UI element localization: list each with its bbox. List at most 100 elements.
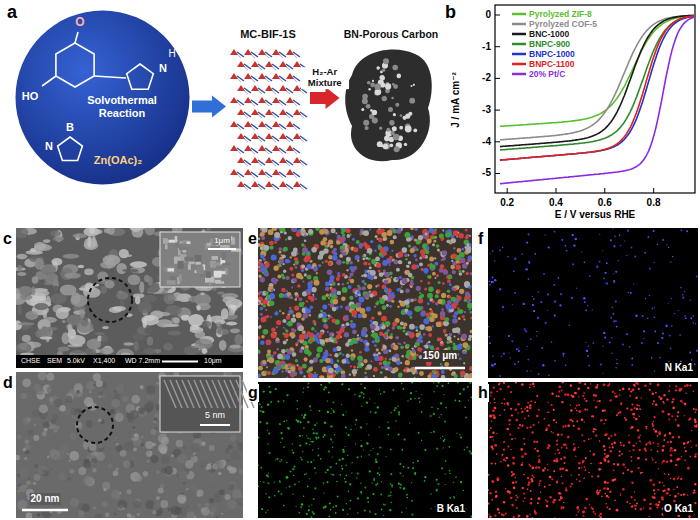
map-dot	[426, 246, 430, 250]
map-dot	[298, 325, 304, 331]
lattice-node	[230, 121, 238, 127]
crystal	[184, 257, 194, 262]
map-dot	[416, 329, 418, 331]
map-dot	[406, 344, 410, 348]
crystal	[179, 241, 184, 244]
speck	[200, 460, 208, 468]
eds-dots	[258, 228, 472, 378]
map-dot	[371, 330, 374, 333]
map-dot	[271, 255, 277, 261]
speck	[156, 470, 160, 474]
map-dot	[383, 360, 388, 365]
map-dot	[419, 331, 421, 333]
speck	[75, 422, 83, 430]
map-dot	[291, 328, 295, 332]
particle	[20, 294, 32, 300]
speck	[192, 455, 195, 458]
particle	[164, 293, 176, 305]
map-dot	[335, 232, 337, 234]
map-dot	[305, 307, 307, 309]
map-dot	[264, 272, 267, 275]
lattice-linker	[251, 76, 258, 81]
pore	[372, 110, 377, 115]
scale-bar	[22, 509, 68, 512]
map-dot	[378, 238, 383, 243]
pore	[383, 143, 390, 150]
speck	[111, 490, 121, 500]
map-dot	[313, 374, 317, 378]
map-dot	[348, 276, 351, 279]
map-dot	[423, 268, 428, 273]
plot-frame	[495, 5, 695, 193]
map-dot	[352, 369, 357, 374]
map-dot	[453, 343, 456, 346]
speck	[156, 496, 160, 500]
speck	[191, 485, 198, 492]
particle	[102, 326, 109, 329]
map-dot	[378, 311, 382, 315]
speck	[183, 447, 185, 449]
lattice-linker	[244, 88, 251, 93]
speck	[214, 494, 223, 503]
particle	[72, 350, 86, 353]
map-dot	[291, 228, 296, 232]
pore	[405, 114, 410, 119]
speck	[186, 505, 190, 509]
lattice-node	[237, 157, 245, 163]
lattice-linker	[286, 112, 293, 117]
map-dot	[373, 375, 375, 377]
fringe	[182, 380, 194, 408]
particle	[99, 347, 114, 354]
map-dot	[400, 290, 404, 294]
particle	[122, 269, 138, 273]
pore	[379, 127, 382, 130]
crystal	[163, 238, 168, 244]
speck	[102, 482, 110, 490]
particle	[135, 242, 139, 246]
map-dot	[277, 275, 281, 279]
speck	[239, 456, 242, 459]
speck	[50, 450, 60, 460]
speck	[123, 461, 130, 468]
map-dot	[401, 286, 403, 288]
particle	[131, 228, 141, 232]
speck	[143, 471, 149, 477]
eds-overlay	[258, 228, 472, 378]
speck	[167, 508, 171, 512]
fringe	[206, 380, 218, 408]
pore	[368, 88, 370, 90]
map-dot	[390, 276, 392, 278]
map-dot	[405, 271, 408, 274]
particle	[226, 322, 238, 326]
map-dot	[389, 256, 393, 260]
map-dot	[275, 338, 280, 343]
lattice-node	[244, 145, 252, 151]
lattice-node	[258, 169, 266, 175]
particle	[17, 272, 26, 276]
lattice-node	[251, 85, 259, 91]
crystal	[187, 241, 191, 244]
map-dot	[299, 302, 304, 307]
pore	[389, 120, 394, 125]
speck	[134, 434, 138, 438]
map-dot	[435, 294, 439, 298]
map-dot	[287, 350, 292, 355]
crystal	[216, 281, 224, 283]
crystal	[188, 264, 191, 270]
particle	[188, 314, 204, 327]
speck	[135, 475, 142, 482]
map-dot	[396, 268, 400, 272]
map-dot	[398, 252, 404, 258]
lattice-linker	[258, 160, 265, 165]
map-dot	[435, 228, 437, 230]
map-dot	[352, 238, 355, 241]
lattice-node	[272, 49, 280, 55]
map-dot	[356, 369, 358, 371]
map-dot	[401, 310, 405, 314]
map-dot	[425, 326, 429, 330]
map-dot	[376, 348, 379, 351]
speck	[50, 468, 52, 470]
speck	[146, 451, 152, 457]
speck	[161, 437, 169, 445]
map-dot	[440, 264, 445, 269]
